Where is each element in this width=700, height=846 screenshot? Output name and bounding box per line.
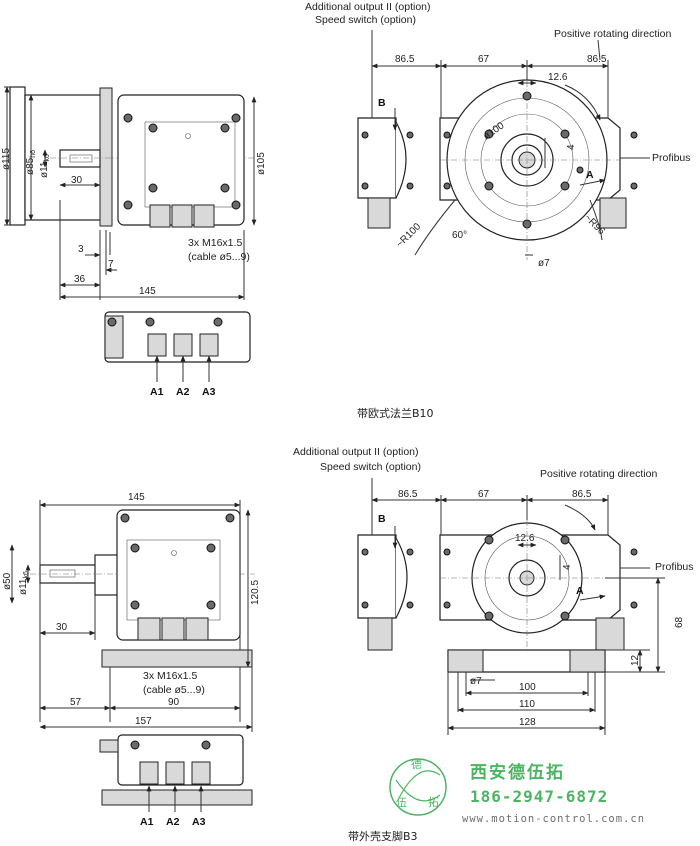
dim-d115: ø115	[1, 148, 12, 170]
caption-top: 带欧式法兰B10	[357, 406, 434, 420]
top-side-view: ø115 ø85h6 ø11k6 ø105 30 3 7 36 145 3x M…	[1, 86, 267, 300]
top-front-view: Additional output II (option) Speed swit…	[305, 1, 691, 269]
caption-bottom: 带外壳支脚B3	[348, 829, 418, 843]
cable-range-label: (cable ø5...9)	[188, 251, 250, 263]
foot-bottom	[101, 789, 253, 806]
dim-d11: ø11k6	[18, 571, 30, 595]
dim-120-5: 120.5	[250, 580, 261, 605]
dim-4: 4	[562, 564, 573, 570]
label-b: B	[378, 97, 386, 109]
cable-gland	[193, 204, 215, 228]
dim-90: 90	[168, 697, 180, 708]
profibus-label: Profibus	[655, 561, 694, 573]
dim-36: 36	[74, 274, 86, 285]
dim-3: 3	[78, 244, 84, 255]
dim-12-6: 12.6	[548, 72, 568, 83]
cable-gland	[595, 617, 625, 651]
shaft-collar	[94, 554, 121, 596]
flange-ring	[99, 87, 113, 227]
dim-d7: ø7	[538, 258, 550, 269]
bottom-front-view: Additional output II (option) Speed swit…	[293, 446, 694, 735]
dim-7: 7	[108, 259, 114, 270]
dim-d85: ø85h6	[25, 150, 37, 175]
bottom-side-view: 145 ø50 ø11k6 120.5 30 57 90 157 3x M16x…	[2, 492, 261, 732]
dim-110: 110	[519, 699, 535, 710]
dim-12: 12	[630, 654, 641, 666]
screw	[148, 183, 158, 193]
cable-gland	[149, 204, 171, 228]
dim-d105: ø105	[256, 152, 267, 175]
cable-gland	[367, 197, 391, 229]
label-a1: A1	[140, 816, 154, 828]
label-a: A	[586, 169, 594, 181]
watermark-company: 西安德伍拓	[470, 762, 565, 783]
screw	[220, 183, 230, 193]
dim-86-5-left: 86.5	[395, 54, 415, 65]
speed-switch-label: Speed switch (option)	[320, 461, 421, 473]
label-a3: A3	[192, 816, 206, 828]
dim-145: 145	[128, 492, 145, 503]
profibus-label: Profibus	[652, 152, 691, 164]
dim-86-5-right: 86.5	[587, 54, 607, 65]
label-b: B	[378, 513, 386, 525]
dim-67: 67	[478, 54, 490, 65]
flange-outer	[9, 86, 26, 226]
top-bottom-view: A1 A2 A3	[104, 311, 251, 398]
dim-d11: ø11k6	[39, 154, 51, 178]
logo-char-3: 拓	[428, 795, 439, 809]
positive-rotating-label: Positive rotating direction	[554, 28, 671, 40]
flange-bottom	[104, 315, 124, 359]
additional-output-label: Additional output II (option)	[293, 446, 419, 458]
dim-67: 67	[478, 489, 490, 500]
screw	[148, 123, 158, 133]
screw	[220, 123, 230, 133]
dim-4: 4	[566, 144, 577, 150]
cable-range-label: (cable ø5...9)	[143, 684, 205, 696]
dim-r100: ~R100	[394, 221, 423, 250]
shaft	[59, 149, 101, 168]
dim-145: 145	[139, 286, 156, 297]
cable-gland	[367, 617, 393, 651]
speed-switch-label: Speed switch (option)	[315, 14, 416, 26]
dim-128: 128	[519, 717, 536, 728]
watermark-logo-icon	[389, 758, 447, 816]
logo-char-1: 德	[411, 757, 422, 771]
shaft-keyway	[69, 154, 93, 163]
dim-12-6: 12.6	[515, 533, 535, 544]
cable-gland	[171, 204, 193, 228]
watermark-phone: 186-2947-6872	[470, 787, 608, 806]
dim-57: 57	[70, 697, 82, 708]
cable-thread-label: 3x M16x1.5	[188, 237, 242, 249]
dim-86-5-left: 86.5	[398, 489, 418, 500]
cable-thread-label: 3x M16x1.5	[143, 670, 197, 682]
watermark-url: www.motion-control.com.cn	[462, 813, 645, 825]
positive-rotating-label: Positive rotating direction	[540, 468, 657, 480]
dim-30: 30	[71, 175, 83, 186]
bottom-bottom-view: A1 A2 A3	[99, 734, 253, 828]
logo-char-2: 伍	[396, 796, 407, 809]
dim-100: 100	[519, 682, 536, 693]
dim-60deg: 60°	[452, 230, 467, 241]
label-a2: A2	[176, 386, 190, 398]
dim-30: 30	[56, 622, 68, 633]
label-a2: A2	[166, 816, 180, 828]
cable-gland	[599, 197, 627, 229]
watermark: 德 伍 拓 西安德伍拓 186-2947-6872 www.motion-con…	[389, 757, 645, 825]
dim-d50: ø50	[2, 572, 13, 590]
label-a: A	[576, 585, 584, 597]
additional-output-label: Additional output II (option)	[305, 1, 431, 13]
dim-157: 157	[135, 716, 152, 727]
dim-86-5-right: 86.5	[572, 489, 592, 500]
label-a3: A3	[202, 386, 216, 398]
dim-d7: ø7	[470, 676, 482, 687]
foot	[101, 649, 253, 668]
label-a1: A1	[150, 386, 164, 398]
dim-68: 68	[674, 616, 685, 628]
